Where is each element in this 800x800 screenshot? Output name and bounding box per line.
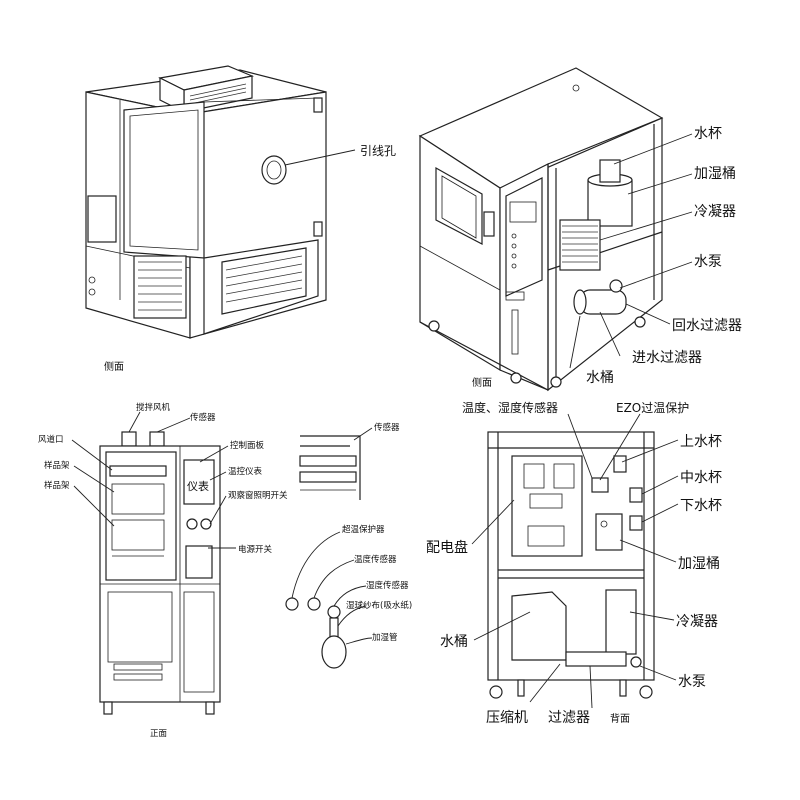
label-detail-sensor: 传感器 [374,422,400,433]
sample-rack-2-shape [111,519,165,551]
water-cup-shape [599,159,621,183]
control-panel-box [505,177,543,297]
label-upper-cup: 上水杯 [680,434,722,450]
label-back-pump: 水泵 [678,674,706,690]
cable-hole-icon [261,155,287,185]
front-view: 仪表 搅拌风机 传感器 风道口 样品架 样品架 控制面板 温控仪表 观察窗照明开… [38,402,288,739]
over-temp-probe [285,597,299,611]
label-filter: 过滤器 [548,710,590,726]
label-water-cup: 水杯 [694,126,722,142]
middle-cup-shape [629,487,643,503]
label-temp-sensor: 温度传感器 [354,554,397,565]
back-view: 温度、湿度传感器 EZO过温保护 上水杯 中水杯 下水杯 配电盘 加湿桶 冷凝器… [426,400,722,726]
label-temp-controller: 温控仪表 [228,466,263,477]
lower-cup-shape [629,515,643,531]
back-pump-shape [630,656,642,668]
label-distribution-board: 配电盘 [426,539,468,556]
side-view-right: 水杯 加湿桶 冷凝器 水泵 回水过滤器 进水过滤器 水桶 侧面 [418,67,742,392]
label-back-condenser: 冷凝器 [676,614,718,630]
caption-side-left: 侧面 [104,360,124,373]
ezo-box [591,477,609,493]
upper-cup-shape [613,455,627,473]
back-bucket-shape [511,591,567,661]
sensor-shape [149,431,165,447]
humidifier-pipe-shape [321,635,347,669]
back-condenser-shape [605,589,637,655]
compressor-shape [565,651,627,667]
side-view-left: 引线孔 侧面 [85,65,396,373]
label-ezo: EZO过温保护 [616,401,689,415]
distribution-board-shape [511,455,583,557]
vent-grill-1 [133,255,187,319]
label-inlet-filter: 进水过滤器 [632,350,702,366]
label-humidifier-pipe: 加湿管 [372,632,398,643]
condenser-shape [559,219,601,271]
humidity-probe [327,605,341,619]
temp-probe [307,597,321,611]
label-back-bucket: 水桶 [440,634,468,650]
control-panel-shape [183,459,215,505]
label-water-bucket: 水桶 [586,370,614,386]
back-humidifier-shape [595,513,623,551]
label-temp-hum-sensor: 温度、湿度传感器 [462,400,558,415]
sensor-bracket-detail: 传感器 [299,422,400,500]
label-condenser: 冷凝器 [694,204,736,220]
label-power-switch: 电源开关 [238,544,273,555]
label-humidifier-tank: 加湿桶 [694,166,736,182]
caption-side-right: 侧面 [472,376,492,389]
label-wet-gauze: 湿球纱布(吸水纸) [346,600,412,611]
label-stir-fan: 搅拌风机 [136,402,171,413]
label-light-switch: 观察窗照明开关 [228,490,288,501]
label-cable-hole: 引线孔 [360,144,396,158]
detail-view: 传感器 超温保护器 温度传感器 湿度传感器 湿球纱布(吸水纸) 加湿管 [285,422,412,669]
caption-front: 正面 [150,729,168,739]
label-compressor: 压缩机 [486,710,528,726]
humidifier-tank-shape [587,179,633,227]
label-lower-cup: 下水杯 [680,498,722,514]
caption-back: 背面 [610,712,630,725]
label-water-pump: 水泵 [694,254,722,270]
stir-fan-shape [121,431,137,447]
label-middle-cup: 中水杯 [680,470,722,486]
vent-grill-2 [221,247,307,315]
pump-cylinder [579,289,627,315]
air-vent-shape [109,465,167,477]
side-window [87,195,117,243]
label-over-temp: 超温保护器 [342,524,385,535]
label-back-humidifier: 加湿桶 [678,556,720,572]
sample-rack-1-shape [111,483,165,515]
label-humidity-sensor: 湿度传感器 [366,580,409,591]
label-sample-rack-1: 样品架 [44,460,70,471]
label-air-vent: 风道口 [38,434,64,445]
label-control-panel: 控制面板 [230,440,265,451]
label-sample-rack-2: 样品架 [44,480,70,491]
label-meter: 仪表 [187,479,209,493]
label-return-filter: 回水过滤器 [672,318,742,334]
label-sensor: 传感器 [190,412,216,423]
